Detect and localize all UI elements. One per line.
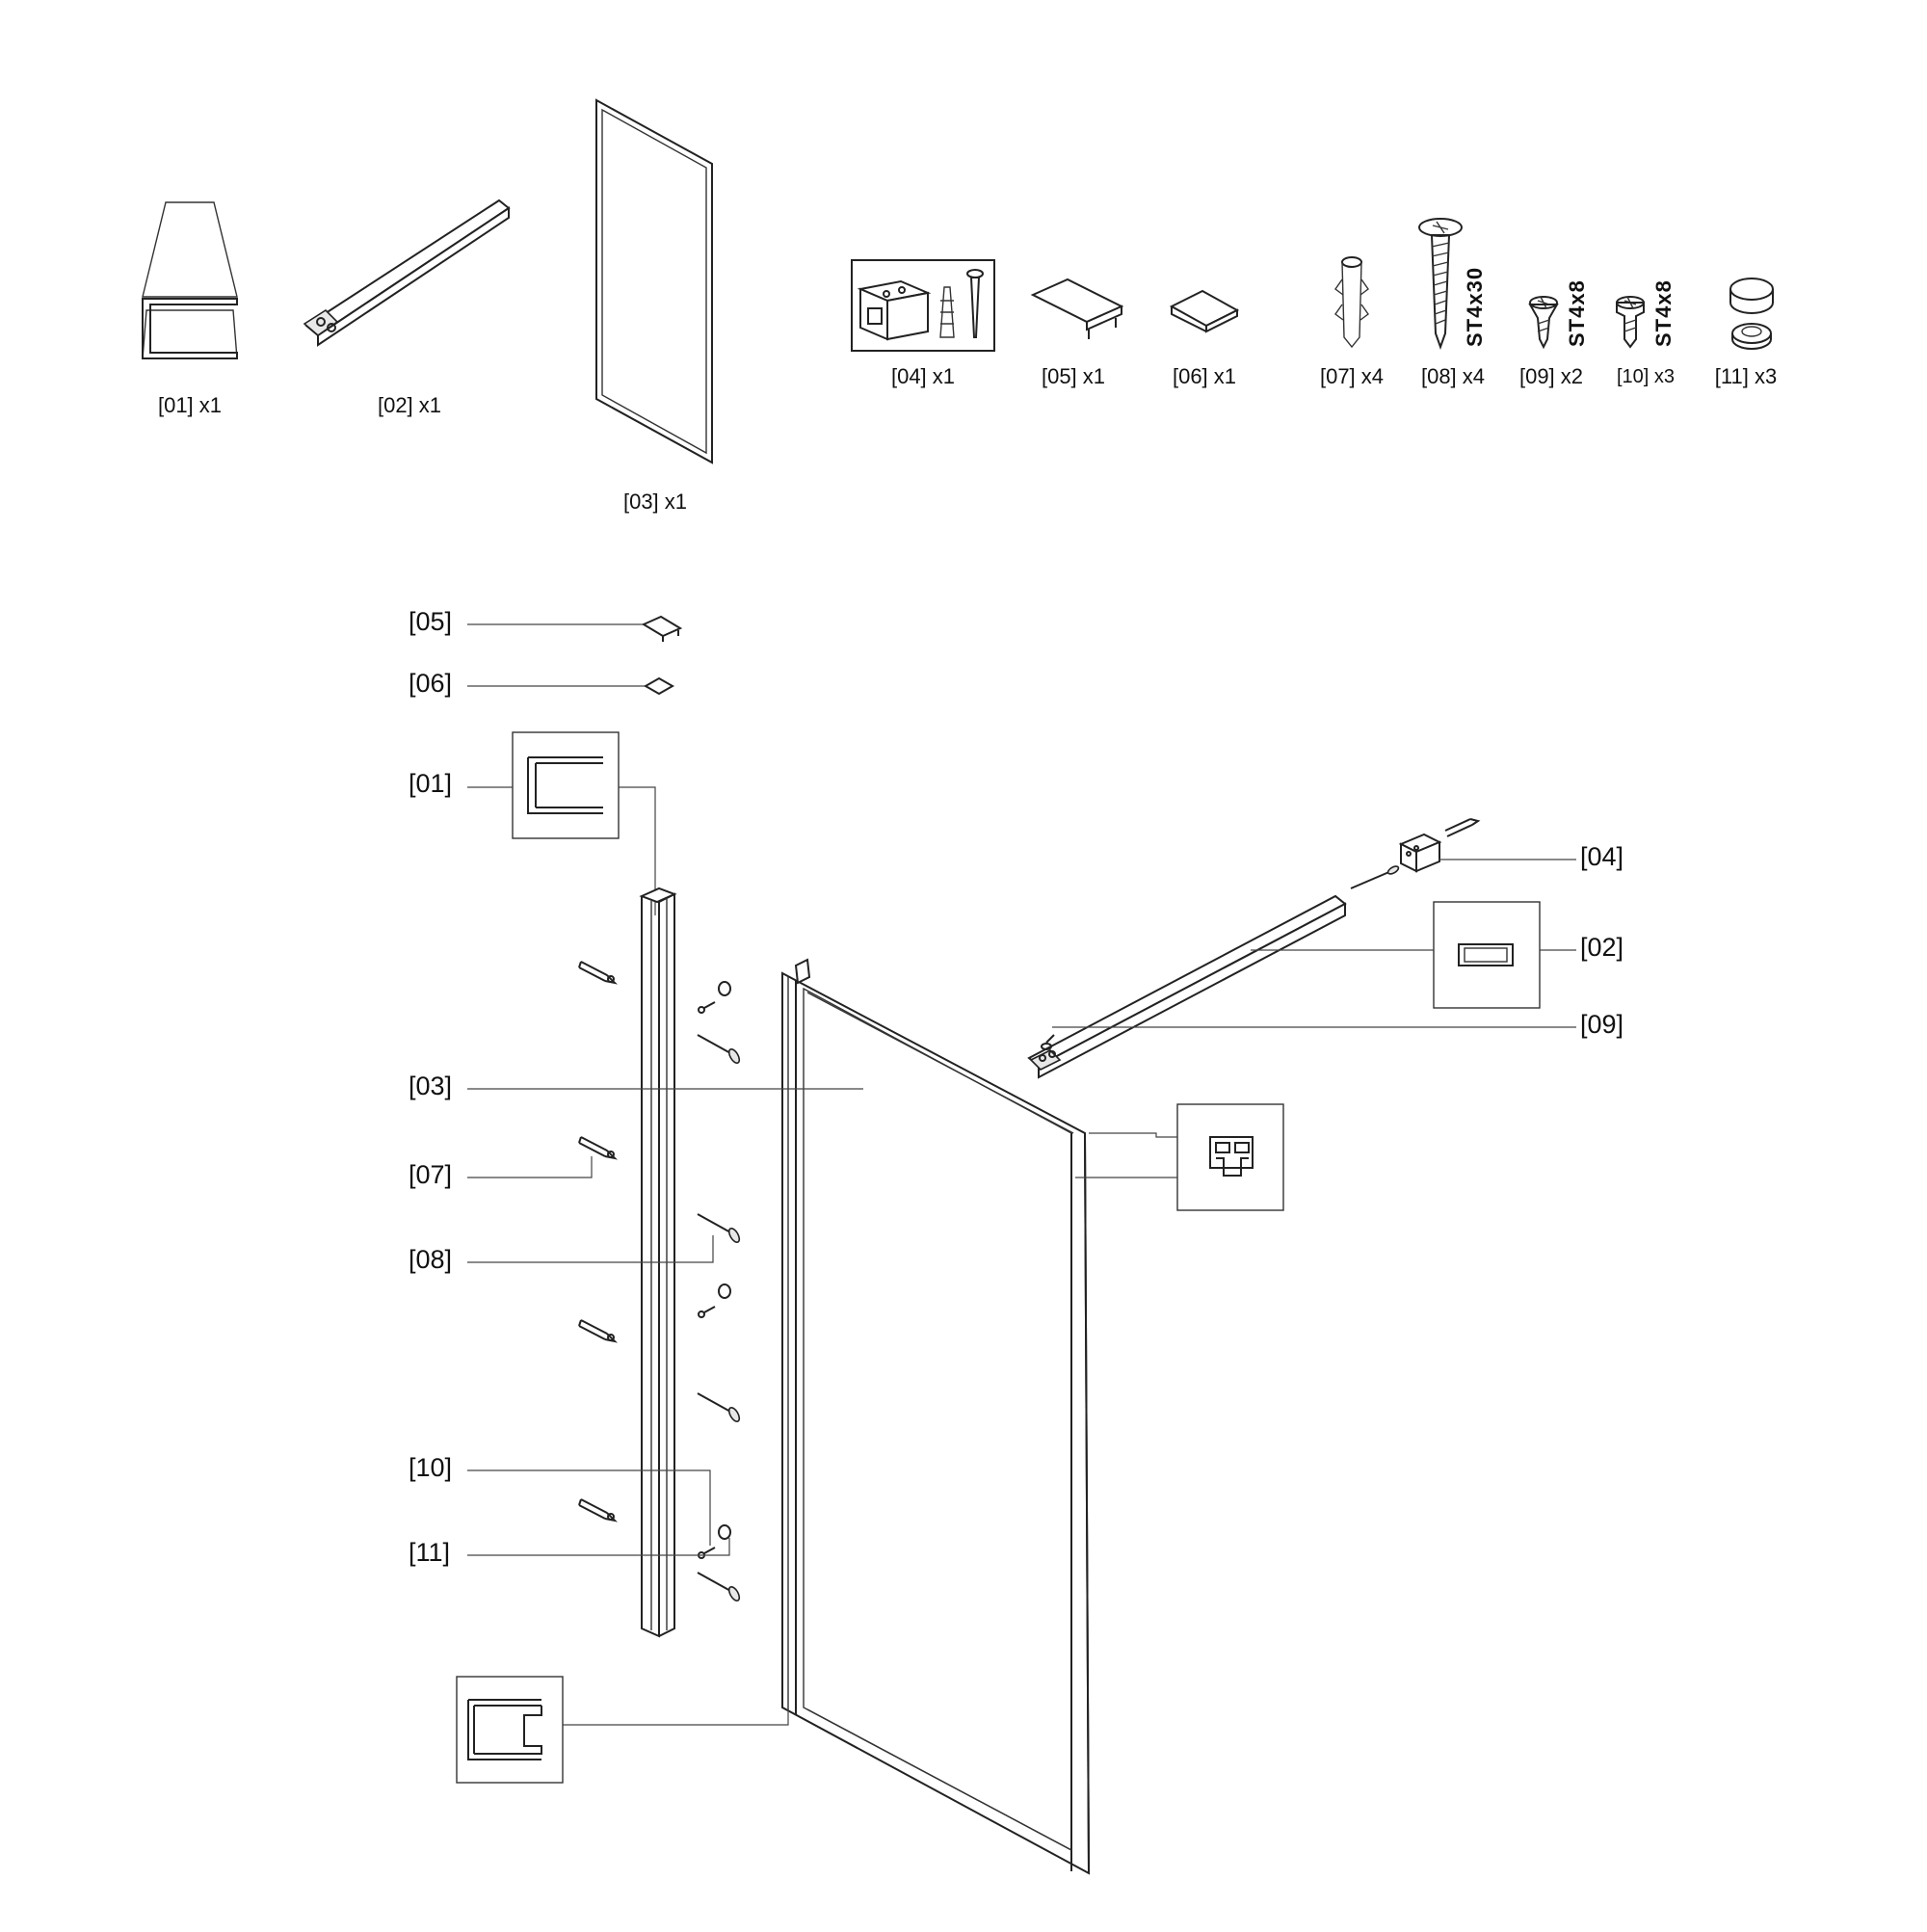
profile-02-section-box bbox=[1251, 901, 1576, 1009]
caption-part-05: [05] x1 bbox=[1041, 364, 1106, 388]
part-02-support-bar bbox=[303, 198, 511, 347]
spec-part-08: ST4x30 bbox=[1463, 266, 1487, 347]
callout-06: [06] bbox=[409, 669, 453, 698]
caption-part-03: [03] x1 bbox=[622, 490, 688, 514]
part-01-wall-profile bbox=[142, 201, 238, 359]
caption-part-10: [10] x3 bbox=[1616, 366, 1676, 387]
callout-03: [03] bbox=[409, 1072, 453, 1100]
caption-part-08: [08] x4 bbox=[1420, 364, 1486, 388]
assembly-screw-1 bbox=[697, 1034, 741, 1065]
assembly-wall-plug-2 bbox=[578, 1136, 619, 1160]
assembly-wall-plug-3 bbox=[578, 1319, 619, 1343]
assembly-small-screw-cap-1 bbox=[698, 981, 731, 1014]
assembly-screw-4 bbox=[697, 1572, 741, 1602]
spec-part-09: ST4x8 bbox=[1565, 279, 1589, 347]
assembly-small-screw-cap-3 bbox=[698, 1524, 731, 1559]
part-11-cover-cap bbox=[1729, 278, 1774, 350]
caption-part-02: [02] x1 bbox=[377, 393, 442, 417]
callout-07: [07] bbox=[409, 1160, 453, 1189]
profile-01-section-box bbox=[467, 731, 656, 915]
assembly-wall-plug-4 bbox=[578, 1498, 619, 1522]
assembly-screw-3 bbox=[697, 1392, 741, 1423]
assembly-end-cap bbox=[641, 615, 683, 642]
part-03-glass-panel bbox=[595, 98, 713, 464]
part-07-wall-plug bbox=[1334, 256, 1369, 349]
part-04-wall-bracket-kit bbox=[851, 259, 995, 352]
part-06-small-cap bbox=[1169, 289, 1240, 333]
callout-04: [04] bbox=[1580, 842, 1624, 871]
assembly-support-bar bbox=[1027, 894, 1347, 1079]
caption-part-09: [09] x2 bbox=[1518, 364, 1584, 388]
assembly-bar-screw bbox=[1041, 1026, 1576, 1050]
callout-11: [11] bbox=[409, 1538, 451, 1567]
assembly-small-cap bbox=[643, 676, 675, 696]
assembly-small-screw-cap-2 bbox=[698, 1284, 731, 1318]
caption-part-06: [06] x1 bbox=[1172, 364, 1237, 388]
assembly-wall-profile bbox=[639, 887, 677, 1638]
caption-part-11: [11] x3 bbox=[1714, 364, 1778, 388]
profile-bottom-section-box bbox=[456, 1676, 789, 1784]
part-10-screw-st4x8 bbox=[1616, 296, 1645, 349]
assembly-glass-panel bbox=[781, 958, 1091, 1875]
part-08-screw-st4x30 bbox=[1418, 218, 1463, 350]
callout-10: [10] bbox=[409, 1453, 453, 1482]
part-05-end-cap bbox=[1030, 278, 1124, 339]
assembly-wall-bracket bbox=[1350, 818, 1576, 889]
caption-part-01: [01] x1 bbox=[157, 393, 223, 417]
callout-05: [05] bbox=[409, 607, 453, 636]
spec-part-10: ST4x8 bbox=[1651, 279, 1676, 347]
callout-09: [09] bbox=[1580, 1010, 1624, 1039]
profile-panel-section-box bbox=[1075, 1103, 1284, 1211]
callout-08: [08] bbox=[409, 1245, 453, 1274]
assembly-wall-plug-1 bbox=[578, 961, 619, 985]
callout-01: [01] bbox=[409, 769, 453, 798]
caption-part-04: [04] x1 bbox=[890, 364, 956, 388]
callout-02: [02] bbox=[1580, 933, 1624, 962]
caption-part-07: [07] x4 bbox=[1319, 364, 1385, 388]
assembly-screw-2 bbox=[697, 1213, 741, 1244]
part-09-screw-st4x8 bbox=[1528, 296, 1559, 350]
